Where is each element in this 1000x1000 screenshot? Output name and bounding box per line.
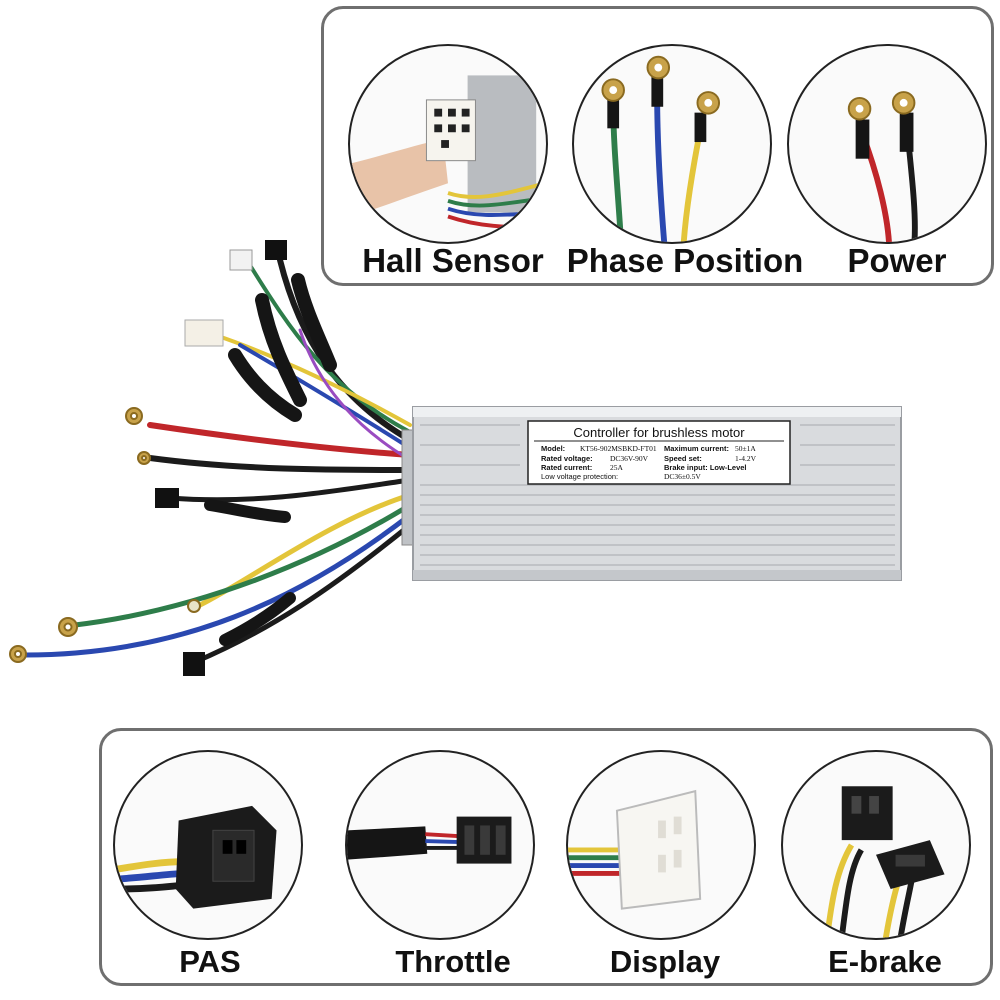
display-label: Display [609, 944, 721, 979]
ebrake-label: E-brake [828, 944, 942, 979]
low-voltage-value: DC36±0.5V [664, 472, 701, 481]
model-label: Model: [541, 444, 565, 453]
display-connector-icon [568, 789, 702, 910]
power-circle [787, 44, 987, 244]
hall-sensor-connector-icon [350, 75, 546, 229]
rated-voltage-label: Rated voltage: [541, 454, 593, 463]
hall-sensor-circle [348, 44, 548, 244]
speed-set-value: 1-4.2V [735, 454, 757, 463]
ebrake-circle [781, 750, 971, 940]
phase-wire-terminals-icon [601, 55, 721, 242]
wire-harness [22, 257, 413, 665]
harness-connectors [155, 240, 287, 676]
speed-set-label: Speed set: [664, 454, 702, 463]
throttle-label: Throttle [395, 944, 511, 979]
rated-current-value: 25A [610, 463, 624, 472]
controller-label-sticker: Controller for brushless motor Model: KT… [527, 420, 791, 485]
pas-circle [113, 750, 303, 940]
ring-terminals [9, 407, 201, 663]
power-label: Power [847, 242, 947, 279]
phase-position-label: Phase Position [566, 242, 804, 279]
display-circle [566, 750, 756, 940]
power-wire-terminals-icon [847, 91, 918, 242]
throttle-connector-icon [347, 816, 512, 864]
brake-input-label: Brake input: Low-Level [664, 463, 747, 472]
ebrake-connector-icon [824, 786, 945, 938]
controller-title: Controller for brushless motor [573, 425, 745, 440]
max-current-label: Maximum current: [664, 444, 729, 453]
hall-sensor-label: Hall Sensor [362, 242, 544, 279]
low-voltage-label: Low voltage protection: [541, 472, 618, 481]
pas-connector-icon [115, 805, 277, 909]
model-value: KT56-902MSBKD-FT01 [580, 444, 657, 453]
max-current-value: 50±1A [735, 444, 756, 453]
throttle-circle [345, 750, 535, 940]
pas-label: PAS [179, 944, 241, 979]
phase-position-circle [572, 44, 772, 244]
rated-current-label: Rated current: [541, 463, 592, 472]
rated-voltage-value: DC36V-90V [610, 454, 649, 463]
